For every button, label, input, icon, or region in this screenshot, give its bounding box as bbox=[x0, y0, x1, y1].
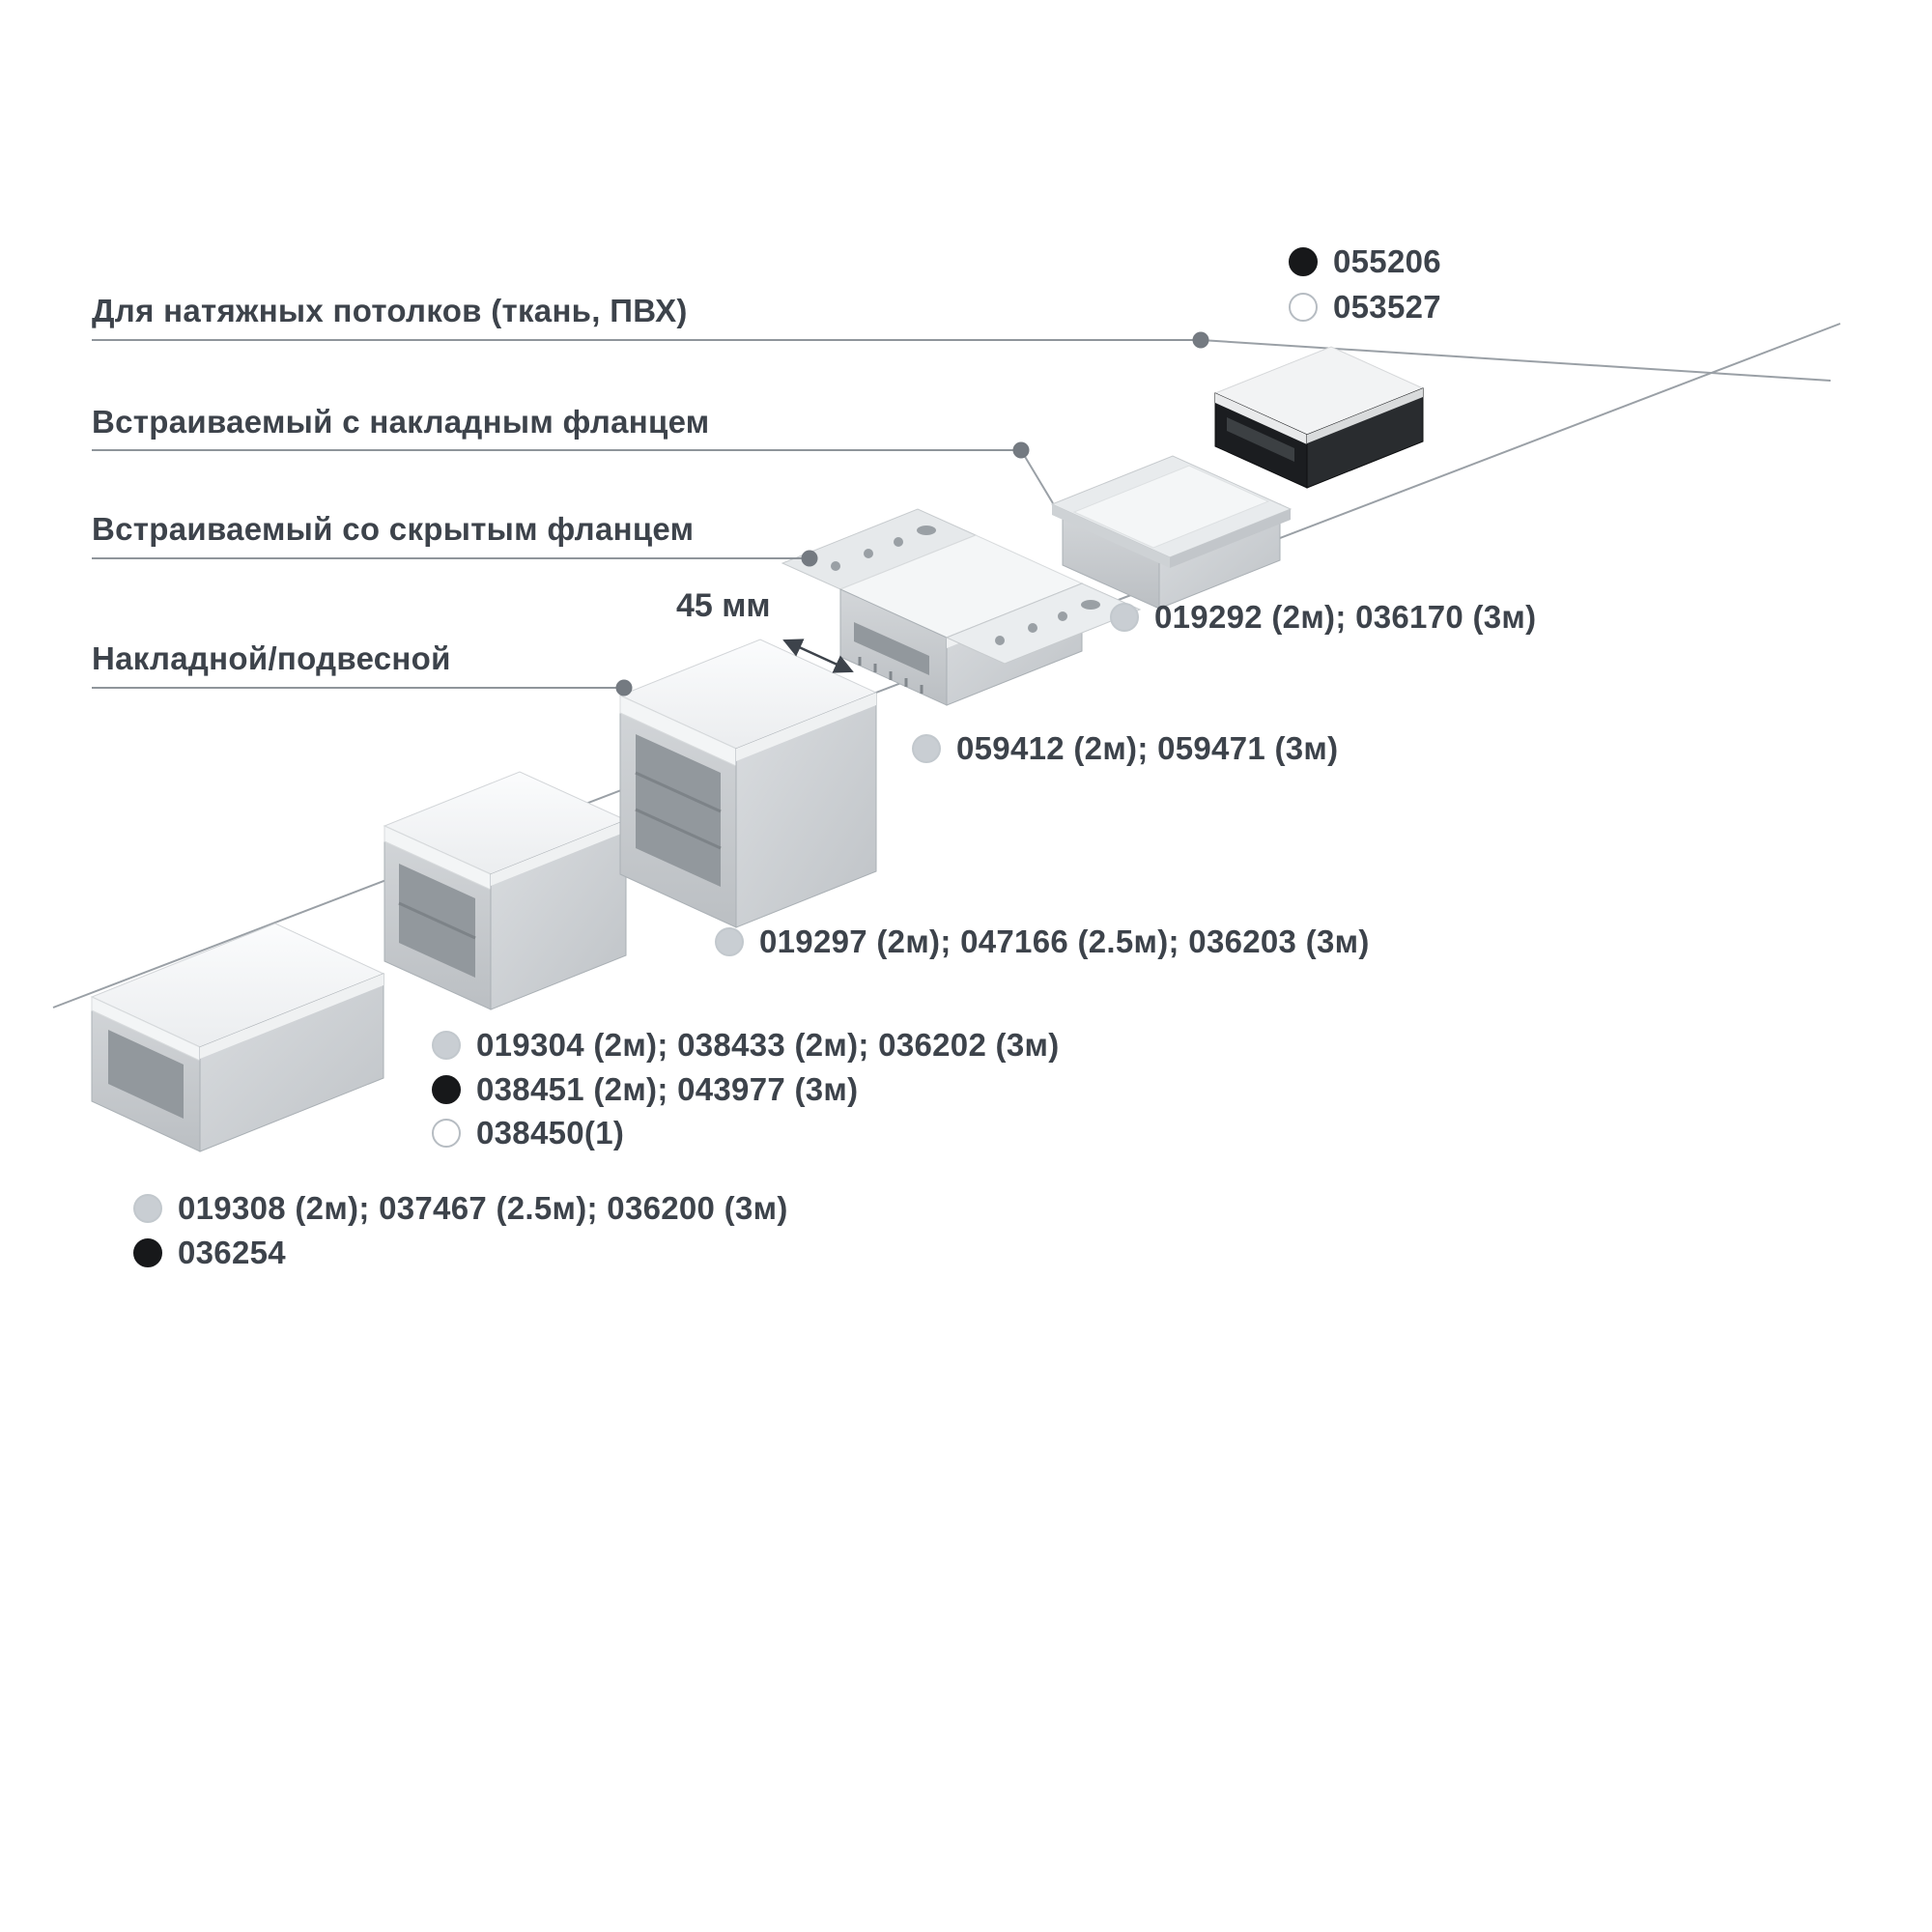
color-dot-gray bbox=[133, 1194, 162, 1223]
profile-surface-large bbox=[618, 639, 878, 928]
profile-recessed-surface-flange bbox=[1050, 455, 1293, 610]
color-dot-gray bbox=[1110, 603, 1139, 632]
product-row-019304: 019304 (2м); 038433 (2м); 036202 (3м) bbox=[432, 1027, 1060, 1064]
product-codes: 019297 (2м); 047166 (2.5м); 036203 (3м) bbox=[759, 923, 1370, 959]
profile-surface-low bbox=[90, 923, 385, 1152]
product-row-053527: 053527 bbox=[1289, 289, 1441, 326]
color-dot-white bbox=[432, 1119, 461, 1148]
profile1-side-diffuser-strip bbox=[200, 974, 384, 1059]
color-dot-gray bbox=[715, 927, 744, 956]
profile-stretch-ceiling bbox=[1213, 346, 1425, 489]
profile4-cavity bbox=[854, 622, 929, 675]
profile3-side-diffuser-strip bbox=[736, 693, 876, 761]
profile4-wing-hole bbox=[894, 537, 903, 547]
dimension-45mm-label: 45 мм bbox=[676, 587, 771, 624]
color-dot-black bbox=[432, 1075, 461, 1104]
leader-connector-stretch-ceiling bbox=[1200, 339, 1832, 382]
product-codes: 038451 (2м); 043977 (3м) bbox=[476, 1071, 859, 1107]
profile4-wing-hole bbox=[864, 549, 873, 558]
product-row-038451: 038451 (2м); 043977 (3м) bbox=[432, 1071, 858, 1108]
color-dot-black bbox=[133, 1238, 162, 1267]
profile4-wing-slot bbox=[917, 526, 936, 535]
profile5-flange-right-lip bbox=[1170, 509, 1291, 568]
product-row-055206: 055206 bbox=[1289, 243, 1441, 280]
color-dot-gray bbox=[432, 1031, 461, 1060]
leader-dot-surface-suspended bbox=[615, 679, 633, 696]
profile4-wing-hole bbox=[831, 561, 840, 571]
profile-surface-medium bbox=[383, 771, 628, 1010]
category-label-recessed-hidden-flange: Встраиваемый со скрытым фланцем bbox=[92, 511, 695, 547]
profile6-diffuser-edge bbox=[1215, 393, 1307, 444]
profile4-wing-slot bbox=[1081, 600, 1100, 610]
product-codes: 036254 bbox=[178, 1235, 286, 1270]
leader-connector-surface-flange bbox=[1020, 449, 1054, 504]
leader-dot-hidden-flange bbox=[801, 550, 818, 567]
product-row-019292: 019292 (2м); 036170 (3м) bbox=[1110, 599, 1536, 636]
color-dot-white bbox=[1289, 293, 1318, 322]
leader-lines bbox=[92, 331, 1209, 696]
product-codes: 055206 bbox=[1333, 243, 1441, 279]
profile5-flange-front-lip bbox=[1052, 504, 1170, 568]
product-codes: 019292 (2м); 036170 (3м) bbox=[1154, 599, 1537, 635]
profile2-side-diffuser-strip bbox=[491, 820, 626, 886]
product-row-019297: 019297 (2м); 047166 (2.5м); 036203 (3м) bbox=[715, 923, 1370, 960]
category-label-recessed-surface-flange: Встраиваемый с накладным фланцем bbox=[92, 404, 710, 440]
profile4-wing-hole bbox=[995, 636, 1005, 645]
profile4-wing-hole bbox=[1028, 623, 1037, 633]
profile2-inner-ledge bbox=[398, 901, 476, 940]
profile6-side-diffuser-strip bbox=[1307, 388, 1423, 443]
profile4-wing-hole bbox=[1058, 611, 1067, 621]
product-row-038450: 038450(1) bbox=[432, 1115, 624, 1151]
profile3-inner-ledge-2 bbox=[635, 808, 722, 850]
product-codes: 019308 (2м); 037467 (2.5м); 036200 (3м) bbox=[178, 1190, 788, 1226]
color-dot-gray bbox=[912, 734, 941, 763]
profile1-cavity bbox=[108, 1030, 184, 1119]
profile3-inner-ledge-1 bbox=[635, 771, 722, 813]
category-label-surface-suspended: Накладной/подвесной bbox=[92, 640, 451, 676]
product-row-059412: 059412 (2м); 059471 (3м) bbox=[912, 730, 1338, 767]
profile-recessed-hidden-flange bbox=[781, 508, 1142, 706]
product-codes: 038450(1) bbox=[476, 1115, 625, 1151]
category-label-stretch-ceiling: Для натяжных потолков (ткань, ПВХ) bbox=[92, 293, 688, 328]
color-dot-black bbox=[1289, 247, 1318, 276]
product-row-019308: 019308 (2м); 037467 (2.5м); 036200 (3м) bbox=[133, 1190, 788, 1227]
product-codes: 059412 (2м); 059471 (3м) bbox=[956, 730, 1339, 766]
profile5-top-diffuser bbox=[1072, 465, 1270, 549]
dimension-arrow bbox=[782, 639, 854, 673]
product-row-036254: 036254 bbox=[133, 1235, 286, 1271]
product-codes: 019304 (2м); 038433 (2м); 036202 (3м) bbox=[476, 1027, 1060, 1063]
product-codes: 053527 bbox=[1333, 289, 1441, 325]
profile3-cavity bbox=[636, 734, 721, 887]
leader-dot-stretch-ceiling bbox=[1192, 331, 1209, 349]
profile6-cavity bbox=[1227, 417, 1294, 462]
leader-dot-surface-flange bbox=[1012, 441, 1030, 459]
